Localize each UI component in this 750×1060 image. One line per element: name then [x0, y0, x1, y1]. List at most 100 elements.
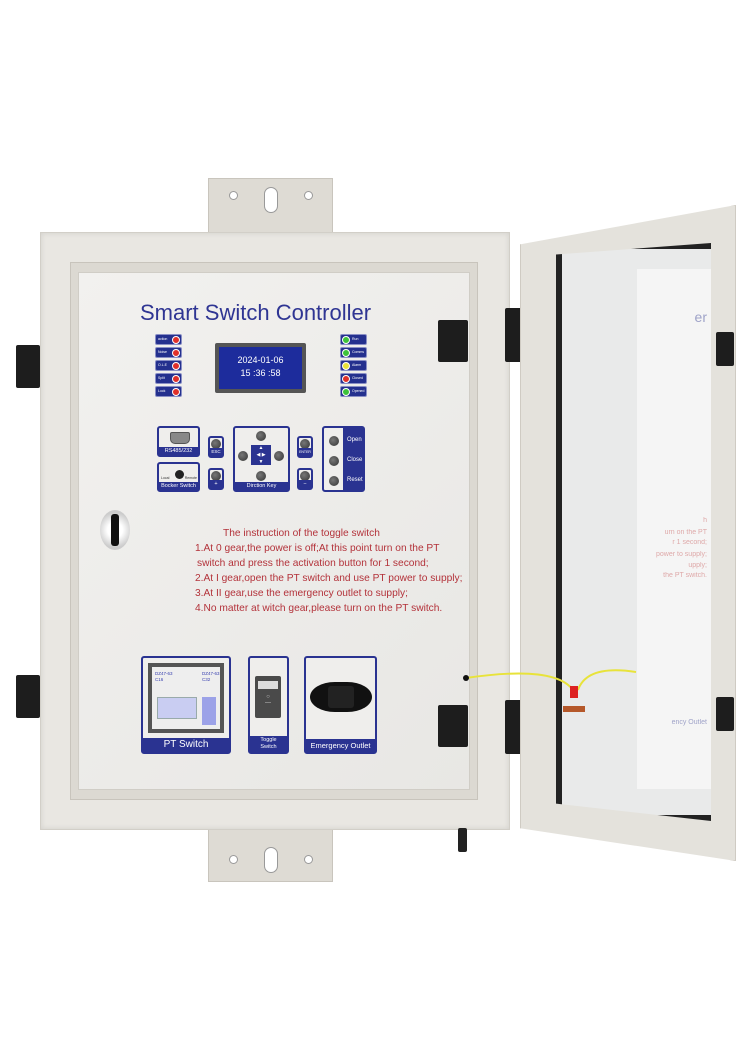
left-latch-top: [16, 345, 40, 388]
reset-label: Reset: [347, 477, 363, 483]
indicator-opened: Opened: [340, 386, 367, 397]
indicator-closed: Closed: [340, 373, 367, 384]
indicator-label: Opened: [352, 389, 365, 393]
indicator-light-icon: [172, 362, 180, 370]
display-date: 2024-01-06: [237, 355, 284, 365]
emergency-outlet-module: Emergency Outlet: [304, 656, 377, 754]
ground-bolt: [458, 828, 467, 852]
pt-switch-module: DZ47-63 C16 DZ47-63 C32 PT Switch: [141, 656, 231, 754]
rocker-local-label: Local: [161, 476, 170, 480]
door-hinge-top: [505, 308, 522, 362]
reflection-text: r 1 second;: [672, 539, 707, 546]
breaker2-model: DZ47-63: [202, 671, 220, 676]
emergency-outlet-label: Emergency Outlet: [306, 739, 375, 752]
reflection-text: power to supply;: [656, 551, 707, 558]
serial-port-icon: [170, 432, 190, 444]
indicator-light-icon: [172, 349, 180, 357]
indicator-light-icon: [342, 349, 350, 357]
toggle-instructions: The instruction of the toggle switch 1.A…: [150, 526, 480, 616]
instruction-line: 3.At II gear,use the emergency outlet to…: [195, 588, 408, 599]
close-button[interactable]: [329, 456, 339, 466]
indicator-lock: Lock: [155, 386, 182, 397]
indicator-light-icon: [172, 336, 180, 344]
open-label: Open: [347, 437, 362, 443]
instruction-line: 4.No matter at witch gear,please turn on…: [195, 603, 443, 614]
plus-label: +: [210, 480, 222, 488]
indicator-action: action: [155, 334, 182, 345]
indicator-label: Noise: [158, 350, 167, 354]
left-button[interactable]: [238, 451, 248, 461]
indicator-light-icon: [172, 375, 180, 383]
reflection-text: h: [703, 517, 707, 524]
instruction-line: switch and press the activation button f…: [197, 558, 429, 569]
down-button[interactable]: [256, 471, 266, 481]
indicator-alarm: Alarm: [340, 360, 367, 371]
right-button[interactable]: [274, 451, 284, 461]
rocker-remote-label: Remote: [184, 476, 197, 480]
direction-key-label: Dirction Key: [235, 482, 288, 490]
indicator-split: Split: [155, 373, 182, 384]
rs485-label: RS485/232: [159, 447, 198, 455]
rocker-label: Bocker Switch: [159, 482, 198, 490]
reflection-text: upply;: [688, 562, 707, 569]
plus-button[interactable]: +: [208, 468, 224, 490]
reflection-text: ency Outlet: [671, 719, 707, 726]
esc-button[interactable]: ESC: [208, 436, 224, 458]
key-icon: [111, 514, 119, 546]
toggle-switch[interactable]: ○—: [255, 676, 281, 718]
direction-arrows-icon: ▲◀ ▶▼: [251, 445, 271, 465]
reset-button[interactable]: [329, 476, 339, 486]
indicator-comms: Comms: [340, 347, 367, 358]
breaker1-rating: C16: [155, 677, 164, 682]
rocker-knob-icon: [175, 470, 184, 479]
toggle-switch-module: ○— Toggle Switch: [248, 656, 289, 754]
indicator-label: Lock: [158, 389, 166, 393]
instruction-line: 1.At 0 gear,the power is off;At this poi…: [195, 543, 440, 554]
left-latch-bottom: [16, 675, 40, 718]
esc-label: ESC: [210, 448, 222, 456]
reflection-text: urn on the PT: [664, 529, 707, 536]
up-button[interactable]: [256, 431, 266, 441]
instruction-heading: The instruction of the toggle switch: [223, 528, 380, 539]
display-time: 15 :36 :58: [240, 368, 281, 378]
indicator-light-icon: [342, 362, 350, 370]
indicator-ole: O.L.E: [155, 360, 182, 371]
door-latch-top: [716, 332, 734, 366]
instruction-line: 2.At I gear,open the PT switch and use P…: [195, 573, 463, 584]
breaker-control-box: Open Close Reset: [322, 426, 365, 492]
indicator-label: action: [158, 337, 168, 341]
rocker-switch[interactable]: Local Remote Bocker Switch: [157, 462, 200, 492]
indicator-light-icon: [342, 375, 350, 383]
indicator-label: Alarm: [352, 363, 362, 367]
direction-key-pad: ▲◀ ▶▼ Dirction Key: [233, 426, 290, 492]
minus-button[interactable]: −: [297, 468, 313, 490]
indicator-label: O.L.E: [158, 363, 167, 367]
indicator-label: Run: [352, 337, 359, 341]
indicator-label: Closed: [352, 376, 363, 380]
power-outlet[interactable]: [310, 682, 372, 712]
reflection-text: the PT switch.: [663, 572, 707, 579]
toggle-switch-label: Toggle Switch: [250, 736, 287, 752]
door-hinge-bottom: [505, 700, 522, 754]
indicator-label: Comms: [352, 350, 365, 354]
indicator-light-icon: [172, 388, 180, 396]
open-button[interactable]: [329, 436, 339, 446]
indicator-label: Split: [158, 376, 165, 380]
indicator-light-icon: [342, 336, 350, 344]
close-label: Close: [347, 457, 363, 463]
door-key-lock[interactable]: [100, 510, 130, 550]
pt-switch-label: PT Switch: [143, 738, 229, 752]
enter-label: ENTER: [299, 448, 311, 456]
indicator-noise: Noise: [155, 347, 182, 358]
breaker1-model: DZ47-63: [155, 671, 173, 676]
hinge-top: [438, 320, 468, 362]
enter-button[interactable]: ENTER: [297, 436, 313, 458]
rs485-port[interactable]: RS485/232: [157, 426, 200, 457]
lcd-display: 2024-01-06 15 :36 :58: [215, 343, 306, 393]
minus-label: −: [299, 480, 311, 488]
pt-breaker[interactable]: DZ47-63 C16 DZ47-63 C32: [148, 663, 224, 733]
indicator-light-icon: [342, 388, 350, 396]
door-latch-bottom: [716, 697, 734, 731]
breaker2-rating: C32: [202, 677, 211, 682]
